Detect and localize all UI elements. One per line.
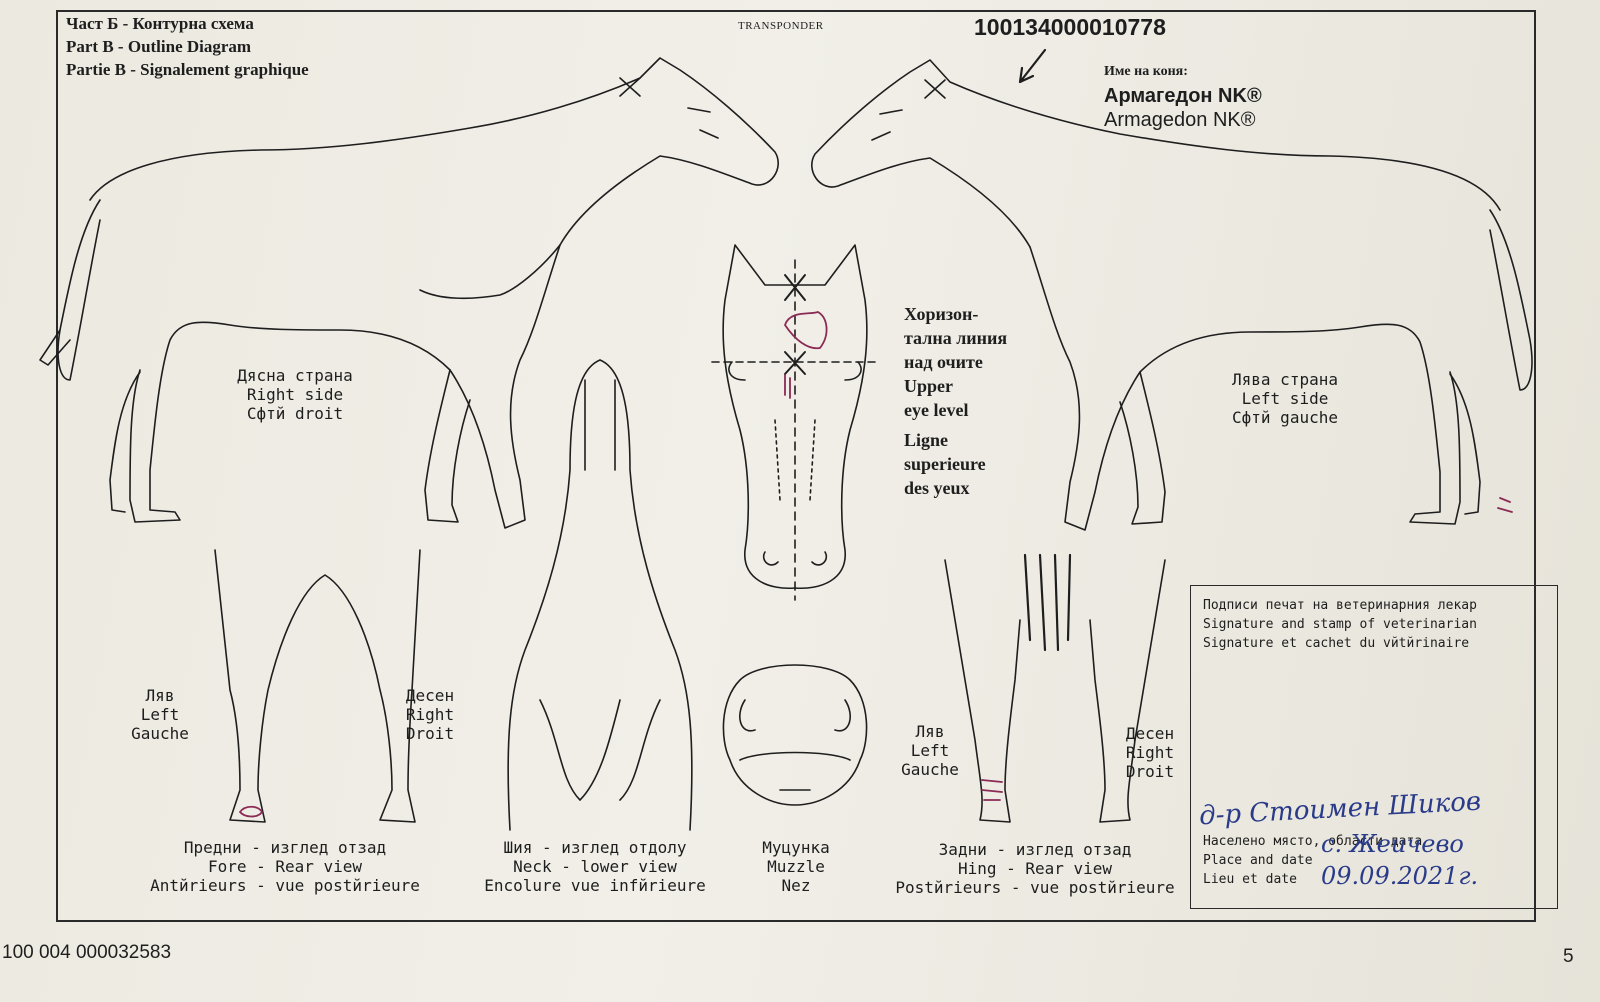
- horse-name-bg: Армагедон NK®: [1104, 85, 1262, 107]
- eye-level-bg-3: над очите: [904, 352, 983, 372]
- hind-right-fr: Droit: [1125, 762, 1175, 781]
- head-front-drawing: [711, 244, 881, 601]
- right-side-fr: Cфтй droit: [246, 404, 344, 423]
- place-label-en: Place and date: [1203, 853, 1313, 868]
- hind-legs-drawing: [944, 553, 1166, 823]
- transponder-number: 100134000010778: [974, 14, 1166, 40]
- fore-right-en: Right: [405, 705, 455, 724]
- left-side-horse-drawing: [811, 59, 1533, 531]
- horse-name-latin: Armagedon NK®: [1104, 109, 1256, 131]
- fore-left-bg: Ляв: [145, 686, 175, 705]
- fore-left-en: Left: [140, 705, 180, 724]
- muzzle-drawing: [722, 664, 868, 806]
- hind-right-en: Right: [1125, 743, 1175, 762]
- left-side-en: Left side: [1241, 389, 1329, 408]
- fore-caption-en: Fore - Rear view: [207, 857, 363, 876]
- neck-caption-en: Neck - lower view: [513, 857, 677, 876]
- muzzle-caption-fr: Nez: [781, 876, 811, 895]
- horse-name-label: Име на коня:: [1104, 64, 1188, 79]
- hind-left-fr: Gauche: [901, 760, 959, 779]
- title-en: Part B - Outline Diagram: [66, 37, 252, 56]
- hind-right-label: Десен Right Droit: [1100, 724, 1200, 781]
- place-value: с. Жеичево: [1321, 830, 1464, 858]
- vet-labels: Подписи печат на ветеринарния лекар Sign…: [1203, 596, 1477, 653]
- fore-caption-fr: Antйrieurs - vue postйrieure: [150, 876, 420, 895]
- place-label-bg: Населено място, области дата: [1203, 834, 1423, 849]
- vet-label-en: Signature and stamp of veterinarian: [1203, 617, 1477, 632]
- neck-view-caption: Шия - изглед отдолу Neck - lower view En…: [460, 838, 730, 895]
- fore-caption-bg: Предни - изглед отзад: [183, 838, 387, 857]
- hind-left-label: Ляв Left Gauche: [880, 722, 980, 779]
- transponder-label: TRANSPONDER: [738, 20, 824, 32]
- transponder-arrow: [1018, 48, 1047, 84]
- muzzle-caption: Муцунка Muzzle Nez: [738, 838, 854, 895]
- fore-view-caption: Предни - изглед отзад Fore - Rear view A…: [130, 838, 440, 895]
- fore-left-fr: Gauche: [131, 724, 189, 743]
- title-bg: Част Б - Контурна схема: [66, 14, 254, 33]
- eye-level-bg-2: тална линия: [904, 328, 1008, 348]
- eye-level-label: Хоризон- тална линия над очите Upper eye…: [904, 302, 1007, 500]
- muzzle-caption-en: Muzzle: [767, 857, 825, 876]
- veterinarian-box: Подписи печат на ветеринарния лекар Sign…: [1190, 585, 1558, 909]
- left-side-label: Лява страна Left side Cфтй gauche: [1195, 370, 1375, 427]
- eye-level-en-1: Upper: [904, 376, 953, 396]
- right-side-label: Дясна страна Right side Cфтй droit: [205, 366, 385, 423]
- fore-right-fr: Droit: [405, 724, 455, 743]
- fore-legs-drawing: [214, 549, 421, 823]
- hind-left-en: Left: [910, 741, 950, 760]
- place-labels: Населено място, области дата Place and d…: [1203, 832, 1422, 889]
- hind-caption-bg: Задни - изглед отзад: [938, 840, 1132, 859]
- neck-lower-drawing: [507, 359, 693, 831]
- eye-level-bg-1: Хоризон-: [904, 304, 979, 324]
- hind-view-caption: Задни - изглед отзад Hing - Rear view Po…: [880, 840, 1190, 897]
- markings: [239, 311, 1513, 818]
- diagram-frame: [56, 10, 1536, 922]
- fore-right-label: Десен Right Droit: [380, 686, 480, 743]
- neck-caption-bg: Шия - изглед отдолу: [503, 838, 687, 857]
- hind-right-bg: Десен: [1125, 724, 1175, 743]
- vet-signature: д-р Стоимен Шиков: [1198, 786, 1482, 832]
- part-b-title: Част Б - Контурна схема Part B - Outline…: [66, 12, 309, 81]
- right-side-bg: Дясна страна: [237, 366, 353, 385]
- neck-caption-fr: Encolure vue infйrieure: [484, 876, 706, 895]
- vet-label-fr: Signature et cachet du vйtйrinaire: [1203, 636, 1470, 651]
- eye-level-fr-3: des yeux: [904, 478, 970, 498]
- place-label-fr: Lieu et date: [1203, 872, 1297, 887]
- horse-name-block: Име на коня: Армагедон NK® Armagedon NK®: [1104, 64, 1262, 132]
- hind-caption-en: Hing - Rear view: [957, 859, 1113, 878]
- right-side-en: Right side: [246, 385, 344, 404]
- fore-left-label: Ляв Left Gauche: [110, 686, 210, 743]
- muzzle-caption-bg: Муцунка: [762, 838, 830, 857]
- hind-left-bg: Ляв: [915, 722, 945, 741]
- hind-caption-fr: Postйrieurs - vue postйrieure: [895, 878, 1175, 897]
- eye-level-fr-1: Ligne: [904, 430, 949, 450]
- date-value: 09.09.2021г.: [1321, 862, 1479, 890]
- eye-level-en-2: eye level: [904, 400, 969, 420]
- right-side-horse-drawing: [39, 57, 779, 529]
- fore-right-bg: Десен: [405, 686, 455, 705]
- eye-level-fr-2: superieure: [904, 454, 986, 474]
- page-number: 5: [1563, 946, 1574, 967]
- title-fr: Partie B - Signalement graphique: [66, 60, 309, 79]
- vet-label-bg: Подписи печат на ветеринарния лекар: [1203, 598, 1477, 613]
- document-number: 100 004 000032583: [2, 942, 172, 963]
- left-side-fr: Cфтй gauche: [1232, 408, 1338, 427]
- left-side-bg: Лява страна: [1232, 370, 1338, 389]
